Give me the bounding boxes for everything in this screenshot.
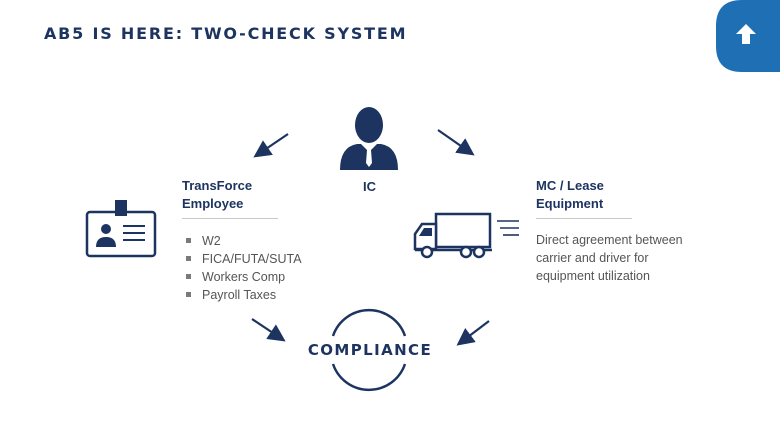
mc-lease-label-line2: Equipment: [536, 196, 604, 211]
arrow-mc-lease-to-compliance: [456, 320, 490, 346]
employee-label-line2: Employee: [182, 196, 244, 211]
ic-label: IC: [363, 179, 376, 194]
truck-icon: [413, 212, 519, 259]
list-item: W2: [186, 232, 302, 250]
employee-bullet-list: W2 FICA/FUTA/SUTA Workers Comp Payroll T…: [186, 232, 302, 304]
id-badge-icon: [85, 200, 157, 258]
compliance-label: COMPLIANCE: [307, 341, 433, 359]
arrow-ic-to-mc-lease: [437, 129, 475, 156]
mc-lease-divider: [536, 218, 632, 219]
employee-label-line1: TransForce: [182, 178, 253, 193]
compliance-arc-top: [331, 308, 407, 337]
list-item: Payroll Taxes: [186, 286, 302, 304]
mc-lease-description: Direct agreement between carrier and dri…: [536, 233, 683, 283]
list-item: FICA/FUTA/SUTA: [186, 250, 302, 268]
mc-lease-label-line1: MC / Lease: [536, 178, 604, 193]
list-item: Workers Comp: [186, 268, 302, 286]
arrow-ic-to-employee: [253, 133, 289, 158]
arrow-employee-to-compliance: [251, 318, 286, 342]
slide-title: AB5 IS HERE: TWO-CHECK SYSTEM: [44, 24, 408, 43]
employee-divider: [182, 218, 278, 219]
compliance-arc-bottom: [331, 363, 407, 392]
brand-logo: [716, 0, 780, 72]
person-with-tie-icon: [340, 107, 398, 170]
